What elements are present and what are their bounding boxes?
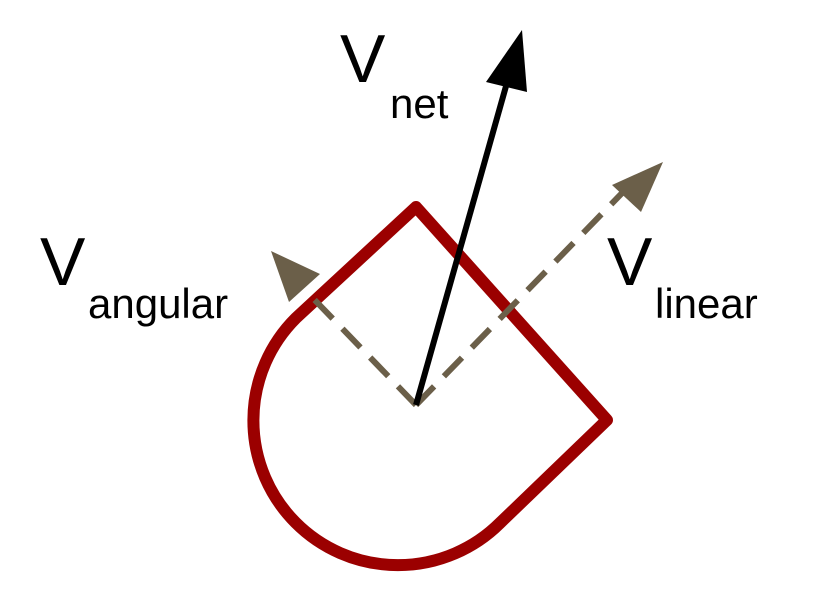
linear-velocity-label: V linear	[607, 224, 758, 327]
linear-velocity-vector	[413, 187, 628, 408]
angular-velocity-vector	[305, 290, 419, 408]
angular-arrowhead	[271, 251, 320, 302]
linear-arrowhead	[612, 162, 663, 212]
net-arrowhead	[486, 30, 527, 92]
net-velocity-vector	[413, 71, 513, 406]
robot-body-outline	[247, 201, 613, 572]
net-velocity-label: V net	[340, 21, 449, 127]
angular-velocity-label: V angular	[40, 224, 228, 327]
